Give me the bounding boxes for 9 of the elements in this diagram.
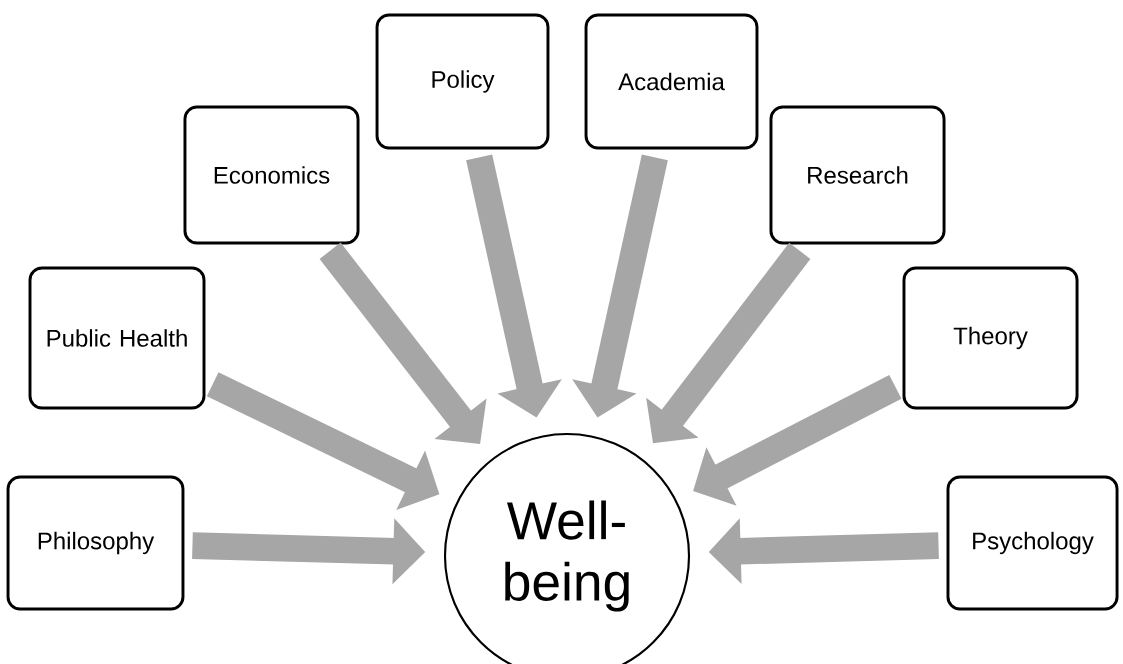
- text-box: Psychology: [946, 475, 1119, 611]
- block-arrow: [319, 242, 487, 444]
- text-box: Economics: [183, 105, 360, 245]
- text-box: Public Health: [28, 266, 206, 410]
- text-box: Philosophy: [6, 475, 185, 611]
- text-box: Research: [769, 105, 946, 245]
- text-box: Theory: [902, 266, 1079, 410]
- text-box: Academia: [584, 13, 759, 150]
- text-box: Policy: [375, 13, 550, 150]
